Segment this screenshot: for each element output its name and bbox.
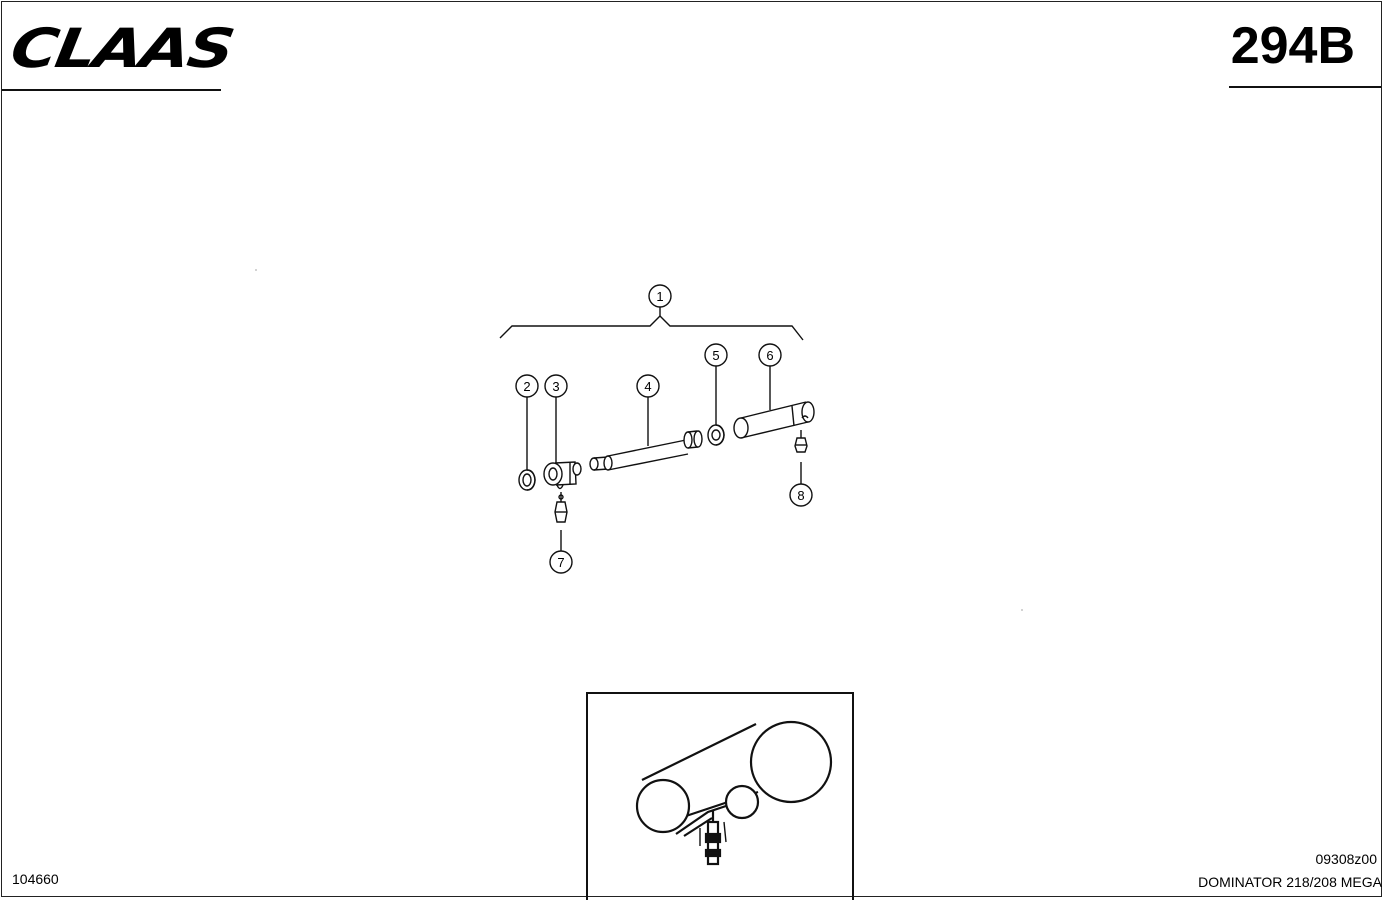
callout-7-label: 7 (557, 555, 564, 570)
callout-1: 1 (648, 284, 672, 308)
logo-underline (2, 89, 221, 91)
callout-3: 3 (544, 374, 568, 398)
location-inset (586, 692, 854, 900)
callout-5-label: 5 (712, 348, 719, 363)
callout-6: 6 (758, 343, 782, 367)
callout-6-label: 6 (766, 348, 773, 363)
callout-7: 7 (549, 550, 573, 574)
part-8-grease-nipple (794, 430, 808, 453)
part-5-ring (707, 424, 725, 446)
assembly-bracket (499, 315, 804, 341)
callout-4-label: 4 (644, 379, 651, 394)
part-4-shaft (589, 430, 703, 471)
callout-3-label: 3 (552, 379, 559, 394)
callout-2: 2 (515, 374, 539, 398)
document-number: 104660 (12, 871, 59, 887)
page-code-underline (1229, 86, 1381, 88)
callout-8: 8 (789, 483, 813, 507)
callout-5: 5 (704, 343, 728, 367)
model-name: DOMINATOR 218/208 MEGA (1198, 874, 1382, 890)
part-6-sleeve (733, 401, 815, 439)
callout-1-label: 1 (656, 289, 663, 304)
callout-2-label: 2 (523, 379, 530, 394)
part-3-bearing-housing (543, 461, 582, 490)
callout-8-label: 8 (797, 488, 804, 503)
callout-4: 4 (636, 374, 660, 398)
machine-location-inset-icon (635, 720, 833, 866)
page-code: 294B (1230, 17, 1355, 75)
part-7-grease-nipple (554, 492, 568, 523)
drawing-id: 09308z00 (1315, 851, 1377, 867)
part-2-seal-ring (518, 469, 536, 491)
